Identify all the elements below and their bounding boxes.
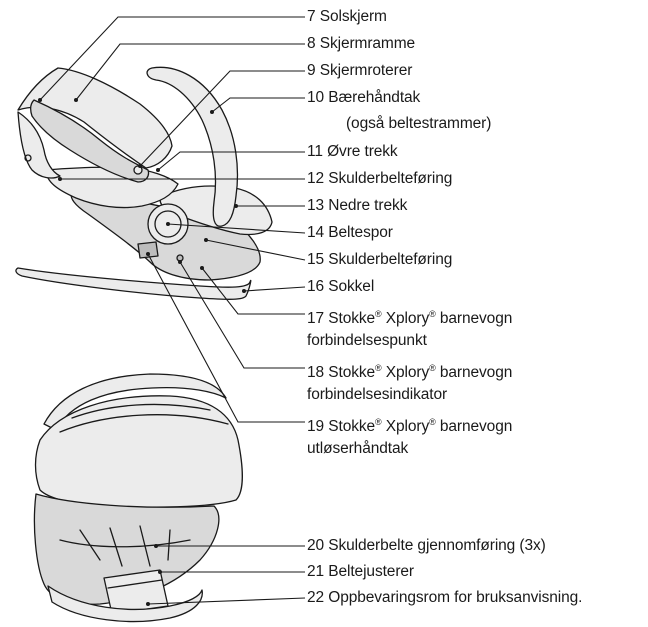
label-19-release-handle: 19 Stokke® Xplory® barnevogn xyxy=(307,413,512,436)
car-seat-side-view xyxy=(16,67,272,299)
label-15-shoulder-guide: 15 Skulderbelteføring xyxy=(307,251,452,269)
label-9-canopy-rotator: 9 Skjermroterer xyxy=(307,62,412,80)
label-17-line2: forbindelsespunkt xyxy=(307,332,427,350)
label-19-line2: utløserhåndtak xyxy=(307,440,408,458)
label-10-note: (også beltestrammer) xyxy=(346,115,491,133)
label-11-upper-cover: 11 Øvre trekk xyxy=(307,143,398,161)
label-7-sun-canopy: 7 Solskjerm xyxy=(307,8,387,26)
label-21-belt-adjuster: 21 Beltejusterer xyxy=(307,563,414,581)
label-14-belt-path: 14 Beltespor xyxy=(307,224,393,242)
label-16-base: 16 Sokkel xyxy=(307,278,374,296)
label-8-canopy-frame: 8 Skjermramme xyxy=(307,35,415,53)
label-17-connection-point: 17 Stokke® Xplory® barnevogn xyxy=(307,305,512,328)
car-seat-rear-view xyxy=(34,374,242,621)
label-10-carry-handle: 10 Bærehåndtak xyxy=(307,89,420,107)
label-13-lower-cover: 13 Nedre trekk xyxy=(307,197,407,215)
label-20-shoulder-belt-routing: 20 Skulderbelte gjennomføring (3x) xyxy=(307,537,546,555)
label-22-manual-storage: 22 Oppbevaringsrom for bruksanvisning. xyxy=(307,589,582,607)
label-12-shoulder-guide: 12 Skulderbelteføring xyxy=(307,170,452,188)
label-18-connection-indicator: 18 Stokke® Xplory® barnevogn xyxy=(307,359,512,382)
label-18-line2: forbindelsesindikator xyxy=(307,386,447,404)
